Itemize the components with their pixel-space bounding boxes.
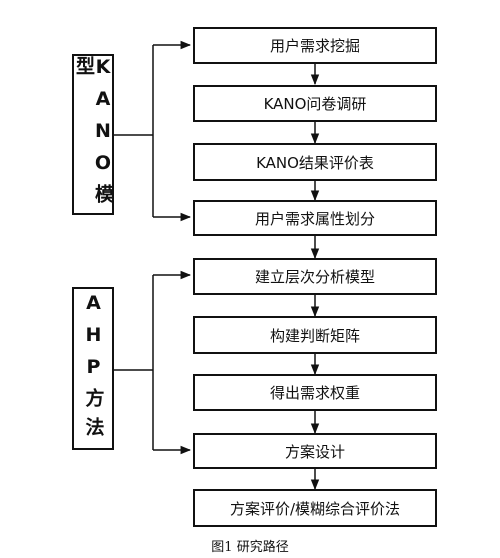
step-label: 方案设计 — [284, 442, 345, 461]
step-attribute-classification: 用户需求属性划分 — [193, 200, 437, 236]
ahp-method-box: AHP方法 — [72, 287, 114, 450]
ahp-method-label: AHP方法 — [82, 291, 105, 446]
step-hierarchy-model: 建立层次分析模型 — [193, 258, 437, 295]
step-judgment-matrix: 构建判断矩阵 — [193, 316, 437, 354]
step-kano-survey: KANO问卷调研 — [193, 85, 437, 122]
kano-model-label: KANO模型 — [73, 56, 114, 213]
step-label: 得出需求权重 — [269, 384, 360, 402]
step-label: 建立层次分析模型 — [254, 268, 375, 286]
step-label: 构建判断矩阵 — [269, 326, 360, 345]
step-kano-result-table: KANO结果评价表 — [193, 143, 437, 181]
step-label: KANO问卷调研 — [263, 95, 367, 113]
step-needs-weights: 得出需求权重 — [193, 374, 437, 411]
kano-model-box: KANO模型 — [72, 54, 114, 215]
step-label: 用户需求属性划分 — [254, 209, 375, 228]
step-label: 用户需求挖掘 — [269, 37, 360, 55]
step-scheme-evaluation: 方案评价/模糊综合评价法 — [193, 489, 437, 527]
step-label: 方案评价/模糊综合评价法 — [229, 499, 401, 518]
figure-caption: 图1 研究路径 — [211, 540, 289, 555]
step-design-scheme: 方案设计 — [193, 433, 437, 469]
step-label: KANO结果评价表 — [256, 153, 374, 172]
step-user-needs-mining: 用户需求挖掘 — [193, 27, 437, 64]
